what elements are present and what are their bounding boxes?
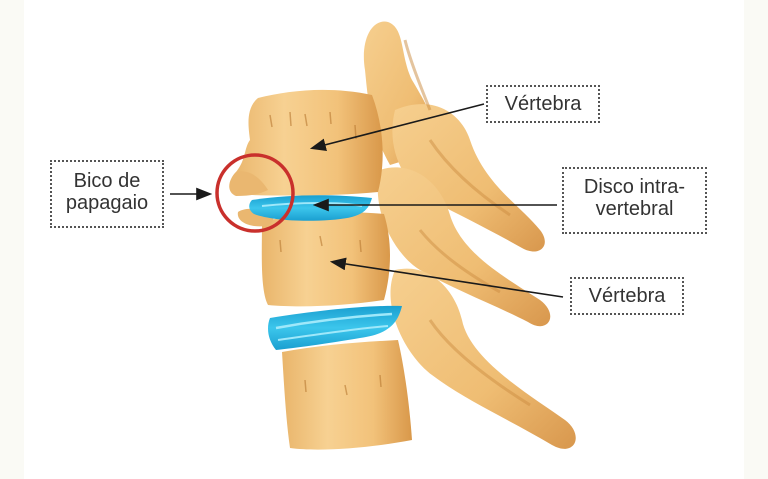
label-bico-line1: Bico de <box>73 170 141 192</box>
label-bico-de-papagaio: Bico de papagaio <box>50 160 164 228</box>
label-vertebra-top: Vértebra <box>486 85 600 123</box>
spinous-processes <box>363 21 576 449</box>
label-disco-line1: Disco intra- <box>583 176 686 198</box>
label-vertebra-bottom: Vértebra <box>570 277 684 315</box>
label-vertebra-bottom-text: Vértebra <box>588 285 666 307</box>
vertebra-top-body <box>231 89 383 196</box>
intervertebral-discs <box>249 195 402 350</box>
disc-upper <box>249 195 372 221</box>
right-margin-strip <box>744 0 768 479</box>
label-disco-intravertebral: Disco intra- vertebral <box>562 167 707 234</box>
left-margin-strip <box>0 0 24 479</box>
osteophyte-highlight-circle <box>215 153 295 233</box>
vertebra-middle-body <box>261 212 390 307</box>
arrow-vertebra-top <box>309 103 485 152</box>
label-disco-line2: vertebral <box>595 198 674 220</box>
callout-arrows <box>170 103 564 298</box>
label-vertebra-top-text: Vértebra <box>504 93 582 115</box>
label-bico-line2: papagaio <box>65 192 149 214</box>
vertebral-bodies <box>229 89 412 450</box>
arrow-vertebra-bottom <box>329 257 564 298</box>
